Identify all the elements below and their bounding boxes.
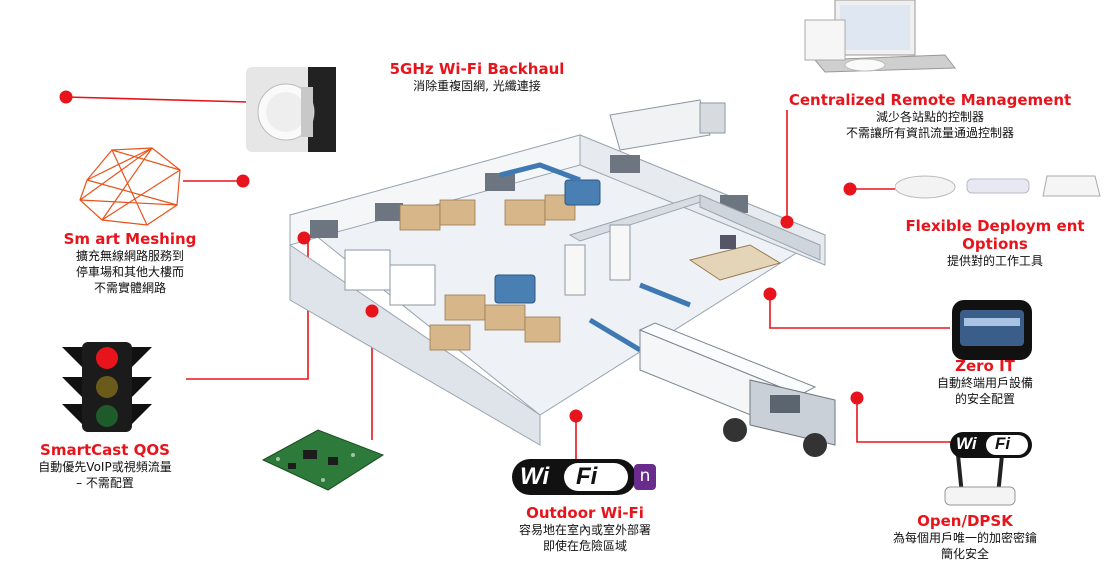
outdoor-title: Outdoor Wi-Fi [526, 504, 644, 522]
dpsk-title: Open/DPSK [917, 512, 1013, 530]
callout-dot-qos [297, 231, 311, 245]
zeroit-label: Zero IT 自動終端用戶設備 的安全配置 [920, 357, 1050, 407]
mesh-label: Sm art Meshing 擴充無線網路服務到 停車場和其他大樓而 不需實體網… [50, 230, 210, 296]
central-sub2: 不需讓所有資訊流量通過控制器 [845, 126, 1014, 140]
access-point-device [246, 67, 336, 152]
flexible-title-1: Flexible Deploym ent [905, 217, 1085, 235]
central-sub1: 減少各站點的控制器 [875, 110, 984, 124]
callout-dot-backhaul [59, 90, 73, 104]
wifi-logo-n: n [634, 464, 656, 490]
router-icon [944, 455, 1016, 506]
wifi-logo-wi: Wi [520, 463, 550, 490]
smartphone-icon [952, 300, 1032, 360]
mesh-sub1: 擴充無線網路服務到 [75, 249, 184, 263]
wifi-small-fi: Fi [995, 434, 1011, 453]
callout-dot-dpsk [850, 391, 864, 405]
backhaul-sub: 消除重複固網, 光纖連接 [413, 79, 541, 93]
traffic-light-icon [62, 342, 152, 432]
qos-label: SmartCast QOS 自動優先VoIP或視頻流量 – 不需配置 [10, 441, 200, 491]
outdoor-sub1: 容易地在室內或室外部署 [518, 523, 651, 537]
flexible-title-2: Options [962, 235, 1028, 253]
flexible-label: Flexible Deploym ent Options 提供對的工作工具 [890, 217, 1100, 269]
backhaul-label: 5GHz Wi-Fi Backhaul 消除重複固網, 光纖連接 [372, 60, 582, 94]
outdoor-sub2: 即使在危險區域 [542, 539, 627, 553]
callout-dot-board [365, 304, 379, 318]
qos-sub2: – 不需配置 [76, 476, 134, 490]
wifi-n-logo: Wi Fi n [512, 459, 657, 495]
zeroit-sub2: 的安全配置 [954, 392, 1015, 406]
callout-dot-central [780, 215, 794, 229]
warehouse-illustration [288, 99, 836, 457]
callout-dot-mesh [236, 174, 250, 188]
zeroit-sub1: 自動終端用戶設備 [936, 376, 1033, 390]
mesh-network-icon [79, 147, 181, 226]
dpsk-sub2: 簡化安全 [940, 547, 989, 561]
dpsk-sub1: 為每個用戶唯一的加密密鑰 [892, 531, 1037, 545]
callout-dot-outdoor [569, 409, 583, 423]
wifi-logo-fi: Fi [576, 463, 598, 490]
outdoor-label: Outdoor Wi-Fi 容易地在室內或室外部署 即使在危險區域 [495, 504, 675, 554]
callout-dot-flexible [843, 182, 857, 196]
management-console-icon [804, 0, 956, 73]
callout-dot-zeroit [763, 287, 777, 301]
central-title: Centralized Remote Management [788, 91, 1072, 109]
mesh-sub3: 不需實體網路 [93, 281, 166, 295]
qos-title: SmartCast QOS [40, 441, 170, 459]
central-label: Centralized Remote Management 減少各站點的控制器 … [770, 91, 1090, 141]
mesh-sub2: 停車場和其他大樓而 [75, 265, 184, 279]
wifi-small-wi: Wi [956, 434, 977, 453]
dpsk-label: Open/DPSK 為每個用戶唯一的加密密鑰 簡化安全 [860, 512, 1070, 562]
zeroit-title: Zero IT [955, 357, 1015, 375]
wifi-logo-small: Wi Fi [950, 432, 1032, 458]
ap-devices-icon [895, 175, 1101, 199]
backhaul-title: 5GHz Wi-Fi Backhaul [389, 60, 565, 78]
mesh-title: Sm art Meshing [63, 230, 197, 248]
qos-sub1: 自動優先VoIP或視頻流量 [38, 460, 172, 474]
flexible-sub: 提供對的工作工具 [946, 254, 1043, 268]
circuit-board-icon [261, 429, 385, 491]
